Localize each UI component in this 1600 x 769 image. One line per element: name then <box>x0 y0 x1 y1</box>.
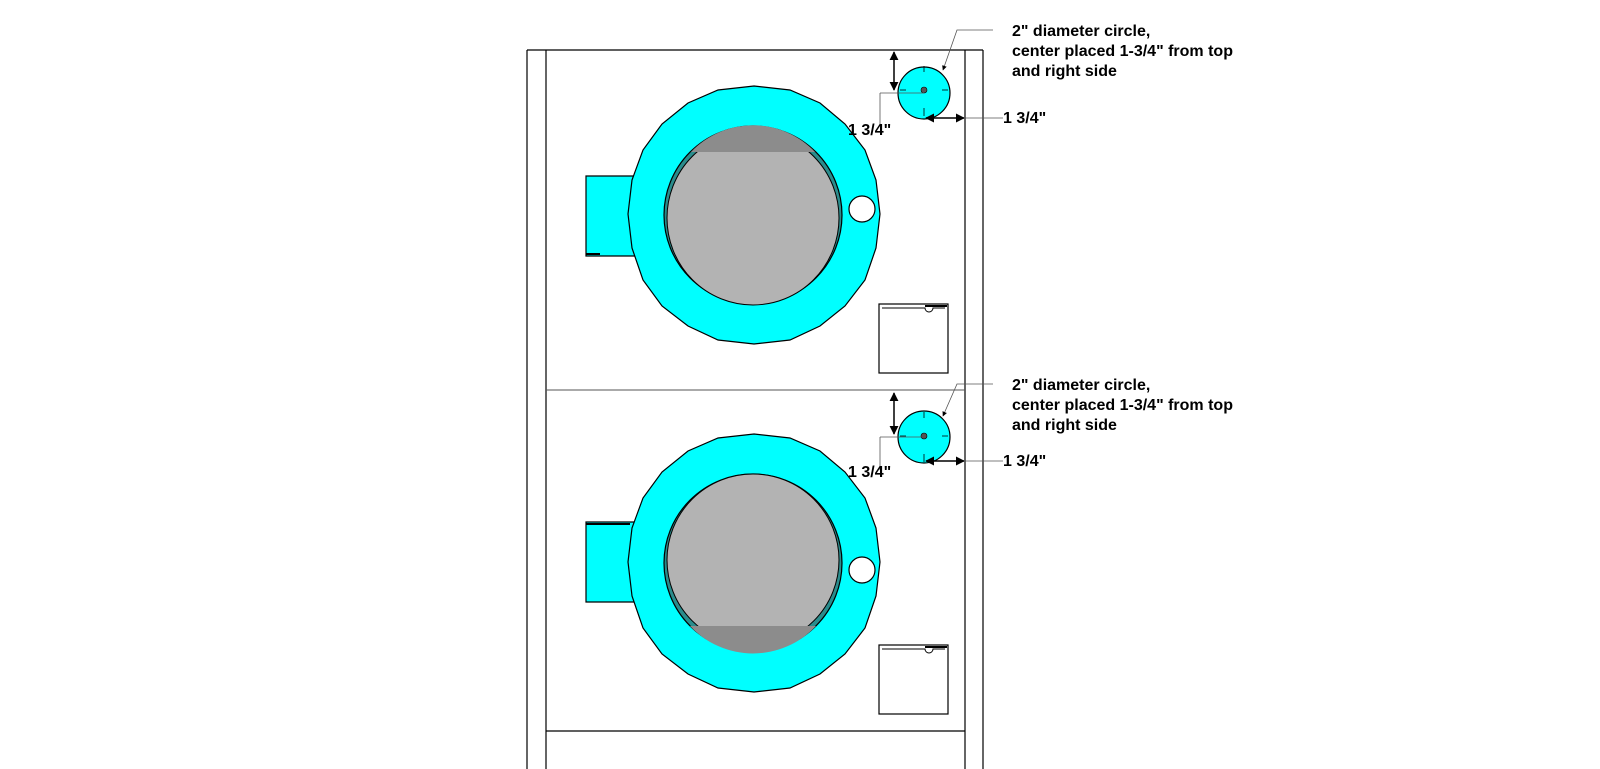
coin-box <box>878 303 949 374</box>
dim-label-right: 1 3/4" <box>1003 110 1046 127</box>
dryer-unit-lower: 1 3/4" 1 3/4" 2" diameter circle, center… <box>585 377 1233 715</box>
door-glass-shade <box>690 626 816 654</box>
control-knob-center <box>920 432 928 440</box>
coin-box <box>878 644 949 715</box>
callout-leader <box>942 383 993 417</box>
door-latch <box>848 195 876 223</box>
dim-label-right: 1 3/4" <box>1003 453 1046 470</box>
door-glass <box>666 130 840 306</box>
door-glass <box>666 473 840 647</box>
cabinet-frame <box>526 49 984 769</box>
callout-text-line1: 2" diameter circle, <box>1012 377 1150 394</box>
callout-text-line3: and right side <box>1012 63 1117 80</box>
dim-label-top: 1 3/4" <box>848 464 891 481</box>
dryer-unit-upper: 1 3/4" 1 3/4" 2" diameter circle, center… <box>585 23 1233 374</box>
callout-text-line2: center placed 1-3/4" from top <box>1012 43 1233 60</box>
callout-text-line2: center placed 1-3/4" from top <box>1012 397 1233 414</box>
dim-label-top: 1 3/4" <box>848 122 891 139</box>
door-glass-shade <box>691 125 815 152</box>
callout-text-line3: and right side <box>1012 417 1117 434</box>
callout-leader <box>942 29 993 71</box>
callout-text-line1: 2" diameter circle, <box>1012 23 1150 40</box>
control-knob-center <box>920 86 928 94</box>
door-latch <box>848 556 876 584</box>
